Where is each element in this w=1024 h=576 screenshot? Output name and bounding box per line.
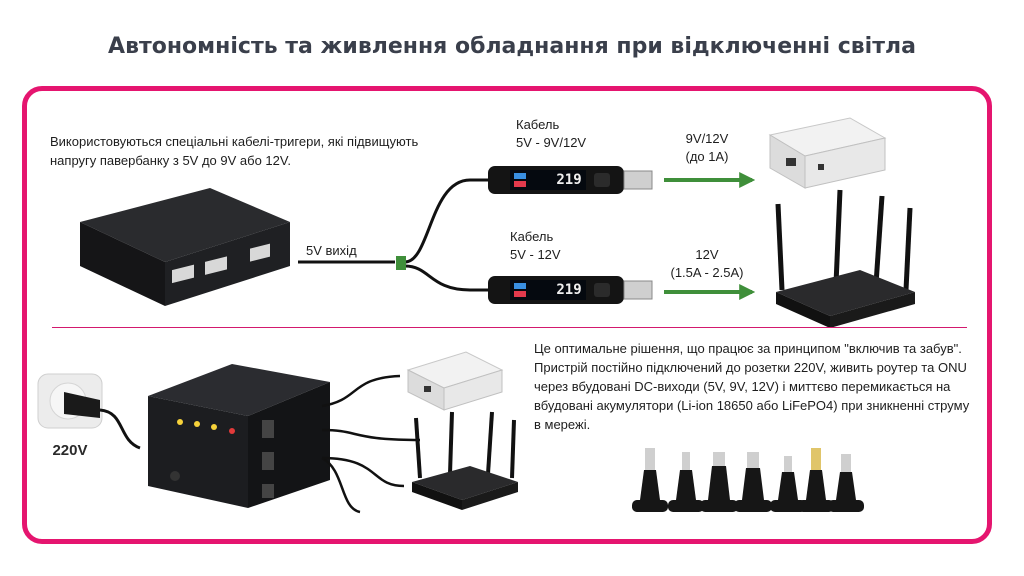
input-label: 5V вихід	[306, 243, 357, 258]
output1-label-line1: 9V/12V	[685, 131, 729, 146]
output2-label: 12V (1.5A - 2.5A)	[654, 246, 760, 282]
router-bottom-image	[412, 411, 518, 510]
cable1-display: 219	[556, 172, 582, 188]
top-description: Використовуються спеціальні кабелі-триге…	[50, 134, 419, 168]
cable2-label-line1: Кабель	[510, 229, 554, 244]
output2-label-line2: (1.5A - 2.5A)	[670, 265, 744, 280]
cable1-label-line2: 5V - 9V/12V	[516, 135, 587, 150]
page-title: Автономність та живлення обладнання при …	[108, 34, 916, 59]
router-device-image	[775, 189, 915, 328]
cable2-label-line2: 5V - 12V	[510, 247, 561, 262]
onu-device-bottom-image	[406, 351, 504, 411]
cable1-label-line1: Кабель	[516, 117, 560, 132]
socket-voltage-label: 220V	[52, 442, 88, 459]
output1-label-line2: (до 1A)	[685, 149, 729, 164]
cable2-display: 219	[556, 282, 582, 298]
output2-label-line1: 12V	[695, 247, 719, 262]
cable2-label: Кабель 5V - 12V	[510, 228, 620, 264]
cable1-label: Кабель 5V - 9V/12V	[516, 116, 626, 152]
output1-label: 9V/12V (до 1A)	[662, 130, 752, 166]
onu-device-image	[768, 117, 887, 189]
bottom-description: Це оптимальне рішення, що працює за прин…	[534, 341, 970, 432]
cable1-module	[488, 166, 653, 194]
powerbank-image	[80, 188, 290, 306]
dc-adapter-tips-image	[632, 448, 864, 512]
section-divider	[52, 327, 967, 328]
cable-splitter	[396, 256, 406, 270]
wall-socket-image	[37, 373, 141, 450]
cable2-module	[488, 276, 653, 304]
trigger-cables	[298, 178, 490, 292]
ups-box-image	[148, 364, 421, 514]
